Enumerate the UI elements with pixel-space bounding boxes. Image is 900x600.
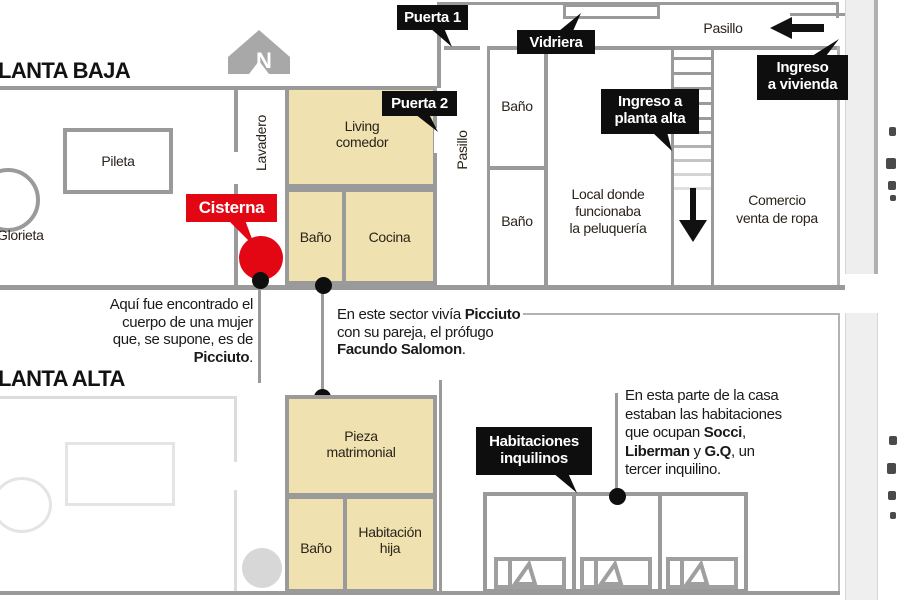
wall	[837, 46, 840, 285]
vidriera-window-shape	[563, 4, 660, 19]
room-label-pasillo-superior: Pasillo	[703, 20, 743, 36]
door-gap-puerta2	[434, 128, 442, 153]
room-label-bano-superior: Baño	[501, 98, 533, 114]
callout-ingreso-planta-alta-pointer	[652, 132, 672, 151]
wall	[790, 13, 845, 16]
callout-puerta2: Puerta 2	[382, 91, 457, 116]
room-label-pasillo-vertical: Pasillo	[454, 130, 470, 170]
wall	[440, 2, 838, 5]
wall	[234, 396, 237, 462]
upper-floor-line	[0, 591, 840, 595]
wall	[234, 184, 238, 285]
wall	[838, 313, 840, 593]
callout-puerta2-pointer	[415, 114, 438, 132]
room-label-bano-ground: Baño	[299, 229, 332, 245]
connector-line	[615, 393, 618, 496]
room-label-bano-upper: Baño	[300, 540, 332, 556]
bed-icon	[580, 557, 652, 589]
compass-letter: N	[256, 48, 272, 73]
bed-icon	[494, 557, 566, 589]
callout-habitaciones-pointer	[553, 473, 577, 493]
gray-circle	[242, 548, 282, 588]
upper-floor-title: LANTA ALTA	[0, 366, 125, 391]
connector-dot	[315, 277, 332, 294]
room-pileta	[63, 128, 173, 194]
stair-step	[674, 145, 711, 148]
cut-text-fragment	[888, 181, 896, 190]
room-label-glorieta: Glorieta	[0, 227, 44, 243]
cut-text-fragment	[889, 127, 896, 136]
stair-step	[674, 72, 711, 75]
wall	[487, 166, 547, 170]
cut-text-fragment	[889, 436, 897, 445]
wall	[0, 86, 437, 90]
cut-text-fragment	[887, 463, 896, 474]
entry-direction-left-arrow-icon	[770, 17, 824, 39]
cut-text-fragment	[890, 195, 896, 201]
callout-cisterna: Cisterna	[186, 194, 277, 222]
wall	[523, 313, 840, 315]
wall	[234, 86, 238, 152]
callout-ingreso-vivienda-pointer	[812, 39, 839, 56]
room-pieza-matrimonial	[285, 395, 437, 497]
wall	[671, 46, 674, 285]
cut-text-fragment	[888, 491, 896, 500]
room-habitacion-hija	[343, 495, 437, 593]
bed-icon	[666, 557, 738, 589]
callout-vidriera: Vidriera	[517, 30, 595, 54]
stair-step	[674, 173, 711, 176]
connector-dot	[609, 488, 626, 505]
wall	[487, 46, 490, 285]
north-compass-icon: N	[228, 30, 290, 74]
room-label-bano-inferior: Baño	[501, 213, 533, 229]
ground-floor-title: LANTA BAJA	[0, 58, 131, 83]
cut-text-fragment	[890, 512, 896, 519]
wall	[711, 46, 714, 285]
wall	[544, 46, 548, 285]
ground-floor-line	[0, 285, 845, 290]
callout-vidriera-pointer	[559, 13, 581, 31]
ghost-glorieta	[0, 477, 52, 533]
ghost-pileta	[65, 442, 175, 506]
wall	[487, 46, 838, 50]
door-leaf-puerta1	[444, 46, 480, 50]
wall	[234, 490, 237, 591]
wall	[836, 2, 839, 18]
wall	[0, 396, 236, 399]
street-strip	[845, 313, 878, 600]
room-label-lavadero: Lavadero	[253, 115, 269, 171]
room-cocina	[342, 188, 437, 285]
wall	[437, 46, 441, 88]
connector-line	[321, 285, 324, 397]
stair-step	[674, 87, 711, 90]
stairs-down-arrow-icon	[679, 188, 707, 242]
room-label-pileta: Pileta	[101, 153, 135, 169]
callout-puerta1: Puerta 1	[397, 5, 468, 30]
room-label-cocina: Cocina	[368, 229, 411, 245]
cut-text-fragment	[886, 158, 896, 169]
glorieta-circle	[0, 168, 40, 232]
connector-dot	[252, 272, 269, 289]
wall	[439, 380, 442, 591]
street-strip	[845, 0, 878, 274]
callout-puerta1-pointer	[430, 28, 452, 47]
connector-line	[258, 285, 261, 383]
stair-step	[674, 57, 711, 60]
stair-step	[674, 159, 711, 162]
